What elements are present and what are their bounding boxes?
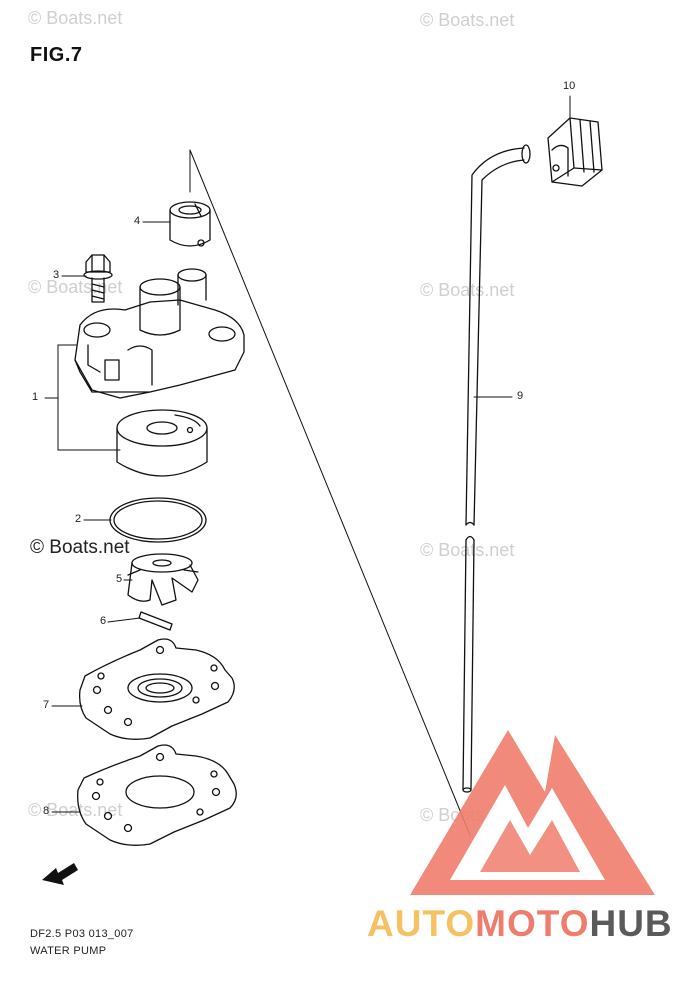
diagram-caption: WATER PUMP [30,945,107,957]
part-1-pump-housing [74,268,245,399]
callout-1: 1 [32,391,39,403]
automotohub-wordmark: AUTOMOTOHUB [367,903,673,945]
part-9-water-hose [462,144,531,793]
callout-4: 4 [134,215,141,227]
part-4-bushing [169,201,211,247]
callout-6: 6 [100,615,107,627]
part-7-plate [78,638,235,740]
watermark: © Boats.net [28,8,123,28]
callout-10: 10 [563,80,576,92]
callout-7: 7 [43,699,50,711]
callout-5: 5 [116,573,123,585]
figure-title: FIG.7 [30,44,83,66]
callout-leaders [51,95,571,813]
logo-part-moto: MOTO [475,903,590,944]
assembly-guide-line [189,149,471,836]
logo-part-hub: HUB [589,903,673,944]
part-1-pump-case [116,409,208,477]
part-3-bolt [83,254,113,303]
diagram-code: DF2.5 P03 013_007 [30,928,134,940]
callout-9: 9 [517,390,524,402]
part-5-impeller [127,553,199,606]
callout-3: 3 [53,269,60,281]
logo-part-auto: AUTO [367,903,476,944]
watermark-dark: © Boats.net [30,537,130,558]
part-10-grommet [547,117,603,187]
callout-8: 8 [43,805,50,817]
watermark: © Boats.net [420,10,515,30]
automotohub-logo-icon [410,730,655,895]
callout-2: 2 [75,513,82,525]
watermark: © Boats.net [420,540,515,560]
part-8-gasket [77,744,237,846]
forward-arrow-icon [42,863,78,885]
watermark: © Boats.net [28,800,123,820]
part-6-pin [138,611,173,631]
callout-1-bracket [44,344,121,451]
part-2-o-ring [109,497,207,543]
watermark: © Boats.net [420,280,515,300]
